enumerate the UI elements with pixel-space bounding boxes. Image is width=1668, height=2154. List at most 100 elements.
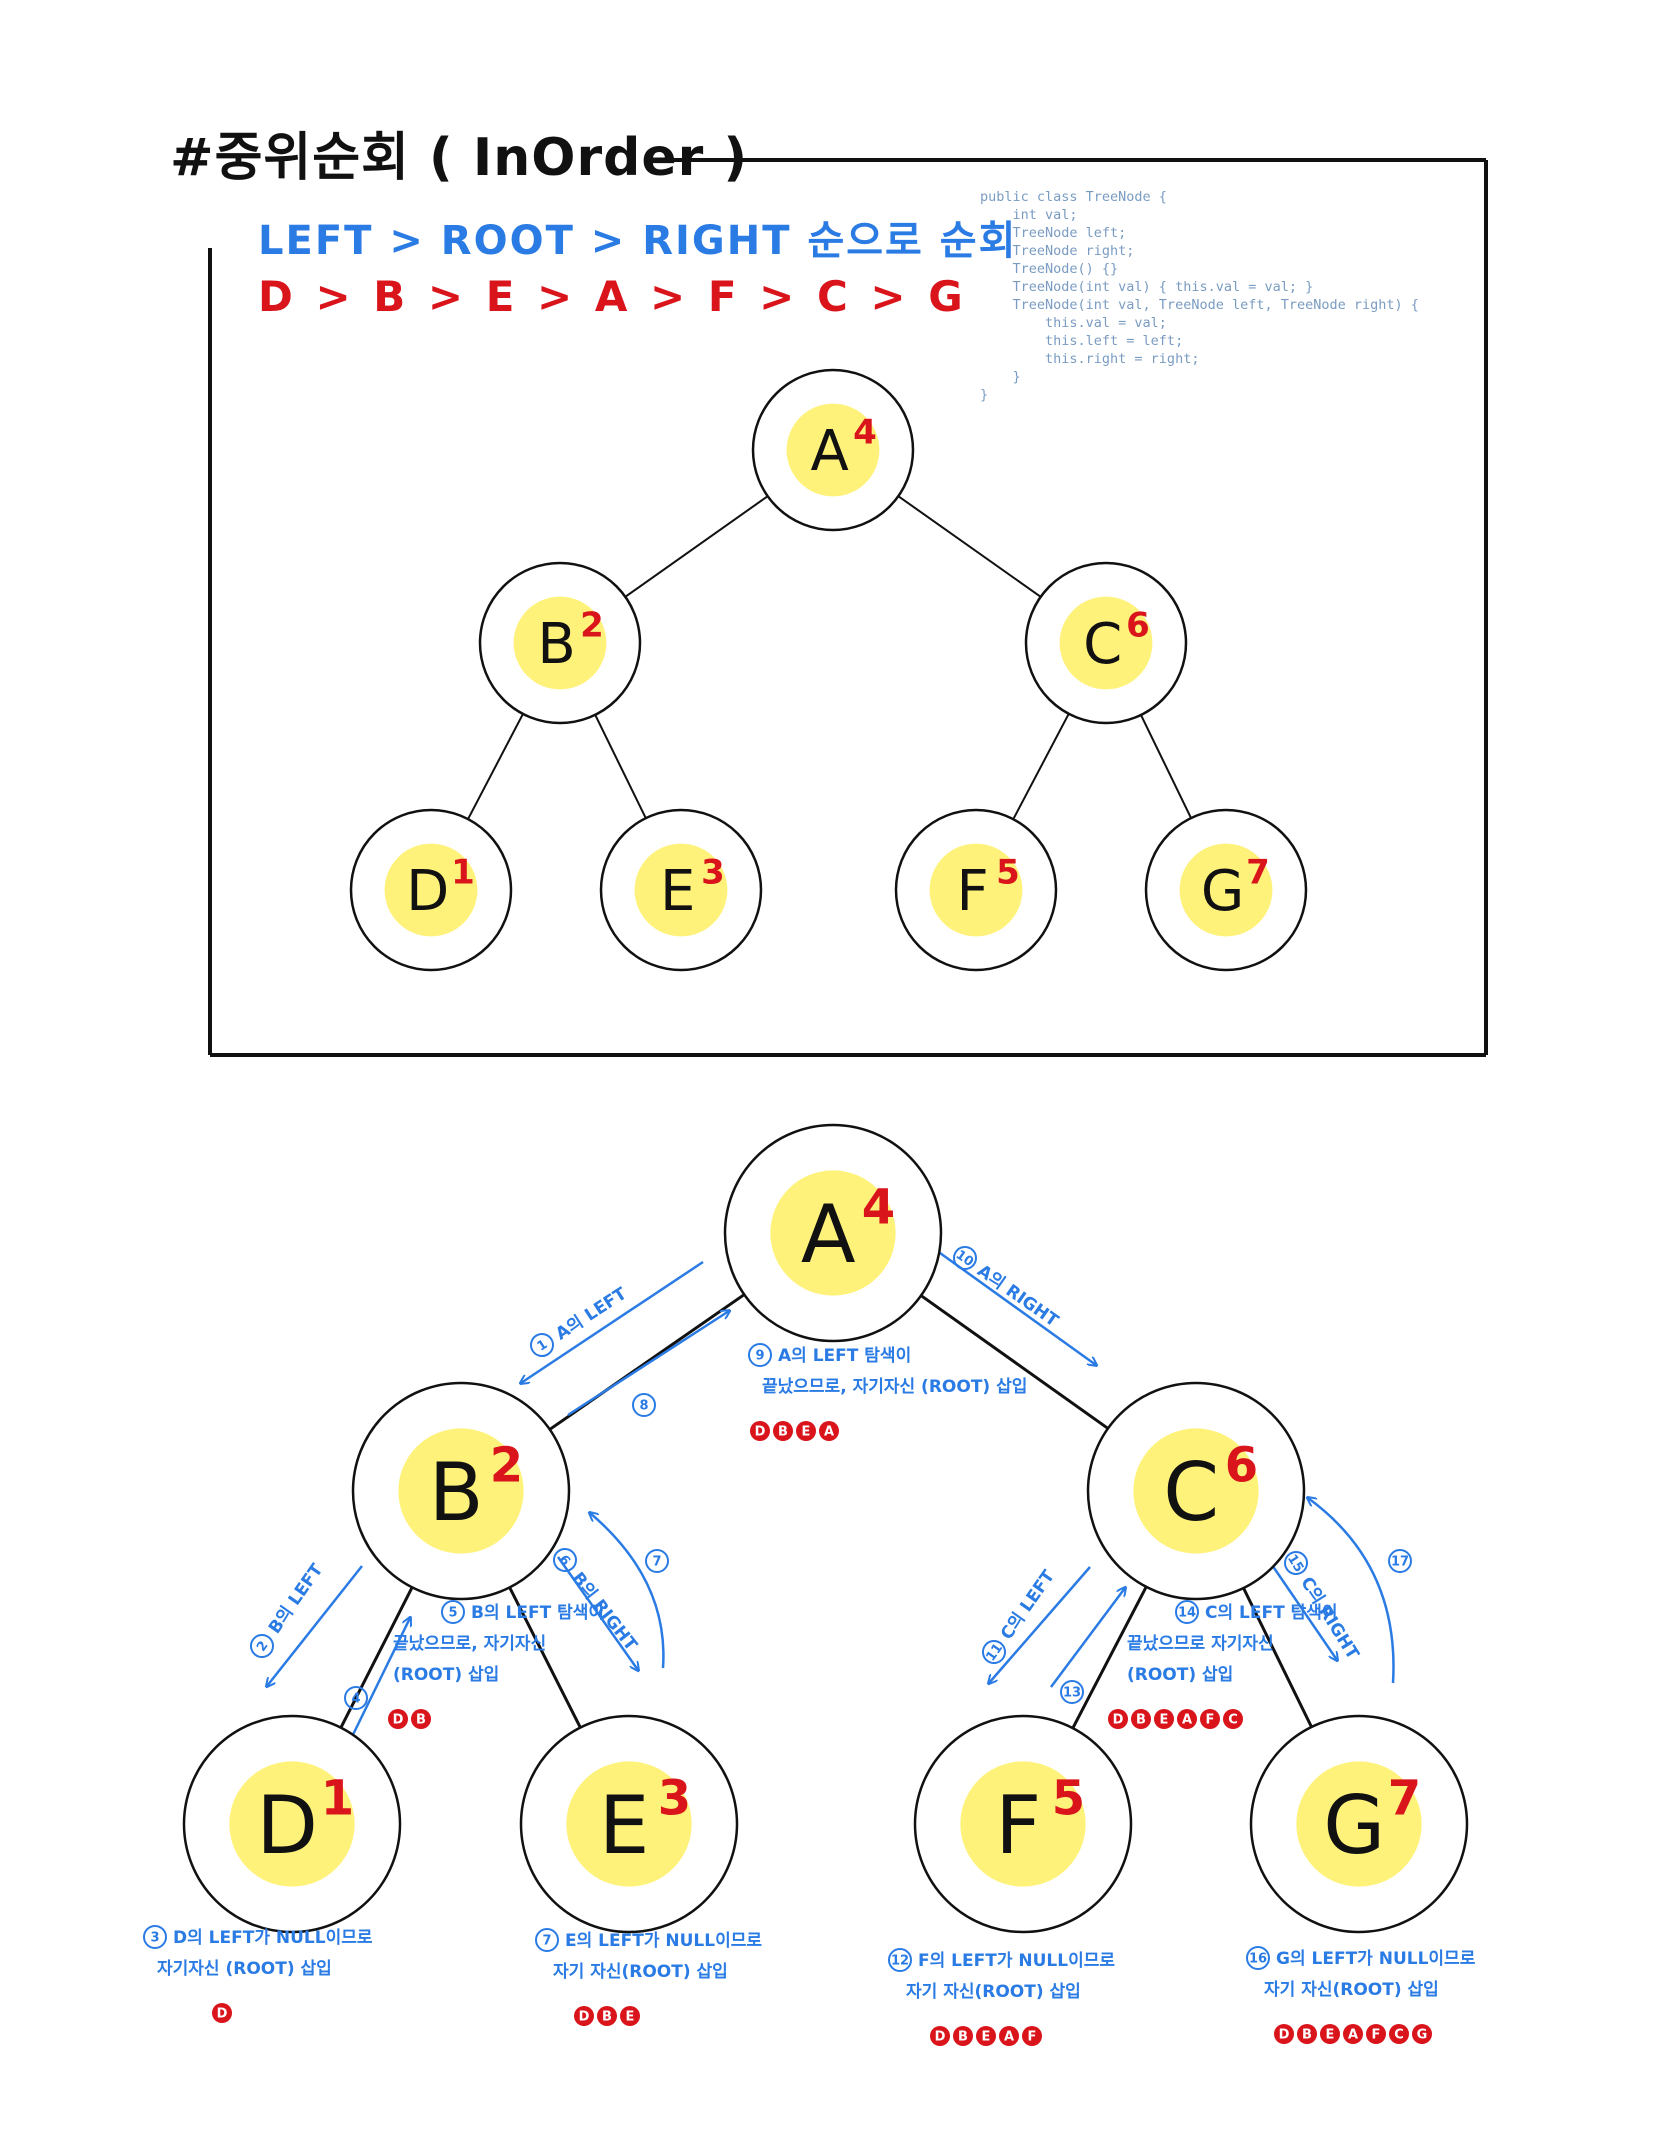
result-badge <box>1274 2024 1294 2044</box>
step-number-circle <box>748 1343 772 1367</box>
result-badge-label: A <box>1348 2028 1358 2043</box>
result-badge <box>750 1421 770 1441</box>
arrow-4 <box>343 1618 410 1752</box>
node-order-number: 7 <box>1246 852 1270 892</box>
node-highlight <box>513 596 607 690</box>
step-number: 2 <box>254 1639 271 1655</box>
result-badge-label: D <box>1113 1713 1124 1728</box>
node-highlight <box>229 1761 355 1887</box>
result-badge-label: G <box>1417 2028 1428 2043</box>
result-badge-label: E <box>1160 1713 1169 1728</box>
result-badge-label: A <box>1182 1713 1192 1728</box>
step-number-circle <box>888 1948 912 1972</box>
result-badge <box>1389 2024 1409 2044</box>
step-label-line: 끝났으므로, 자기자신 (ROOT) 삽입 <box>762 1377 1027 1397</box>
step-number-circle <box>530 1333 554 1357</box>
small-edge-A-B <box>624 495 769 598</box>
large-edge-B-E <box>508 1586 582 1729</box>
step-number: 7 <box>652 1555 661 1570</box>
node-highlight <box>929 843 1023 937</box>
step-number-circle <box>1388 1549 1412 1573</box>
step-label-line: 자기 자신(ROOT) 삽입 <box>1264 1980 1439 2000</box>
node-highlight <box>1059 596 1153 690</box>
step-label-line: A의 LEFT 탐색이 <box>778 1346 911 1366</box>
large-edge-B-D <box>339 1586 414 1729</box>
node-letter: E <box>599 1779 650 1872</box>
result-badge-label: B <box>1136 1713 1146 1728</box>
result-badge <box>1297 2024 1317 2044</box>
node-highlight <box>1179 843 1273 937</box>
step-number: 9 <box>755 1349 764 1364</box>
traversal-rule: LEFT > ROOT > RIGHT 순으로 순회 <box>258 218 1018 264</box>
result-badge-label: B <box>1302 2028 1312 2043</box>
step-label-line: 끝났으므로 자기자신 <box>1127 1634 1274 1654</box>
page-title: #중위순회 ( InOrder ) <box>170 115 748 190</box>
result-badge <box>1022 2026 1042 2046</box>
step-number-circle <box>645 1549 669 1573</box>
result-badge-label: D <box>1279 2028 1290 2043</box>
arrow-15 <box>1268 1561 1337 1660</box>
node-order-number: 5 <box>1052 1770 1085 1826</box>
node-letter: G <box>1323 1779 1385 1872</box>
result-badge-label: A <box>1004 2030 1014 2045</box>
step-number-circle <box>535 1928 559 1952</box>
arrow-1 <box>521 1260 704 1383</box>
node-highlight <box>1133 1428 1259 1554</box>
node-letter: C <box>1163 1446 1219 1539</box>
top-frame <box>208 158 1488 1057</box>
step-number-circle <box>953 1246 977 1270</box>
result-badge <box>1177 1709 1197 1729</box>
result-badge-label: B <box>958 2030 968 2045</box>
step-number: 3 <box>150 1931 159 1946</box>
result-badge-label: B <box>778 1425 788 1440</box>
node-letter: G <box>1201 859 1244 924</box>
step-number-circle <box>632 1393 656 1417</box>
step-label-line: (ROOT) 삽입 <box>1127 1665 1233 1685</box>
arrow-11 <box>989 1566 1091 1683</box>
node-order-number: 4 <box>862 1179 895 1235</box>
step-s2: 2B의 LEFT <box>250 1560 328 1658</box>
step-number-circle <box>441 1600 465 1624</box>
result-badge <box>212 2003 232 2023</box>
step-label-line: 자기 자신(ROOT) 삽입 <box>906 1982 1081 2002</box>
step-number: 4 <box>351 1692 360 1707</box>
step-label-line: C의 LEFT 탐색이 <box>1205 1603 1338 1623</box>
step-label-line: E의 LEFT가 NULL이므로 <box>565 1931 762 1951</box>
step-label-line: C의 LEFT <box>997 1566 1059 1643</box>
node-letter: C <box>1083 612 1122 677</box>
step-number-circle <box>1284 1551 1308 1575</box>
result-badge <box>1108 1709 1128 1729</box>
result-badge-label: C <box>1228 1713 1238 1728</box>
result-badge <box>1223 1709 1243 1729</box>
result-badge <box>953 2026 973 2046</box>
arrow-8 <box>567 1311 729 1417</box>
title-text: 중위순회 ( InOrder ) <box>214 128 749 188</box>
node-order-number: 5 <box>996 852 1020 892</box>
node-letter: A <box>801 1188 856 1281</box>
step-label-line: A의 RIGHT <box>973 1261 1062 1331</box>
small-edge-A-C <box>897 495 1042 598</box>
result-badge-label: B <box>602 2010 612 2025</box>
result-badge <box>1154 1709 1174 1729</box>
node-highlight <box>960 1761 1086 1887</box>
step-s7b: 7 <box>645 1549 669 1573</box>
step-number: 7 <box>542 1934 551 1949</box>
step-label-line: (ROOT) 삽입 <box>393 1665 499 1685</box>
step-number-circle <box>1060 1680 1084 1704</box>
large-edge-C-F <box>1071 1586 1148 1729</box>
traversal-sequence: D > B > E > A > F > C > G <box>258 272 967 321</box>
small-edge-B-E <box>594 714 647 819</box>
node-letter: D <box>256 1779 318 1872</box>
node-order-number: 3 <box>701 852 725 892</box>
step-label-line: 자기 자신(ROOT) 삽입 <box>553 1962 728 1982</box>
step-number-circle <box>1175 1600 1199 1624</box>
